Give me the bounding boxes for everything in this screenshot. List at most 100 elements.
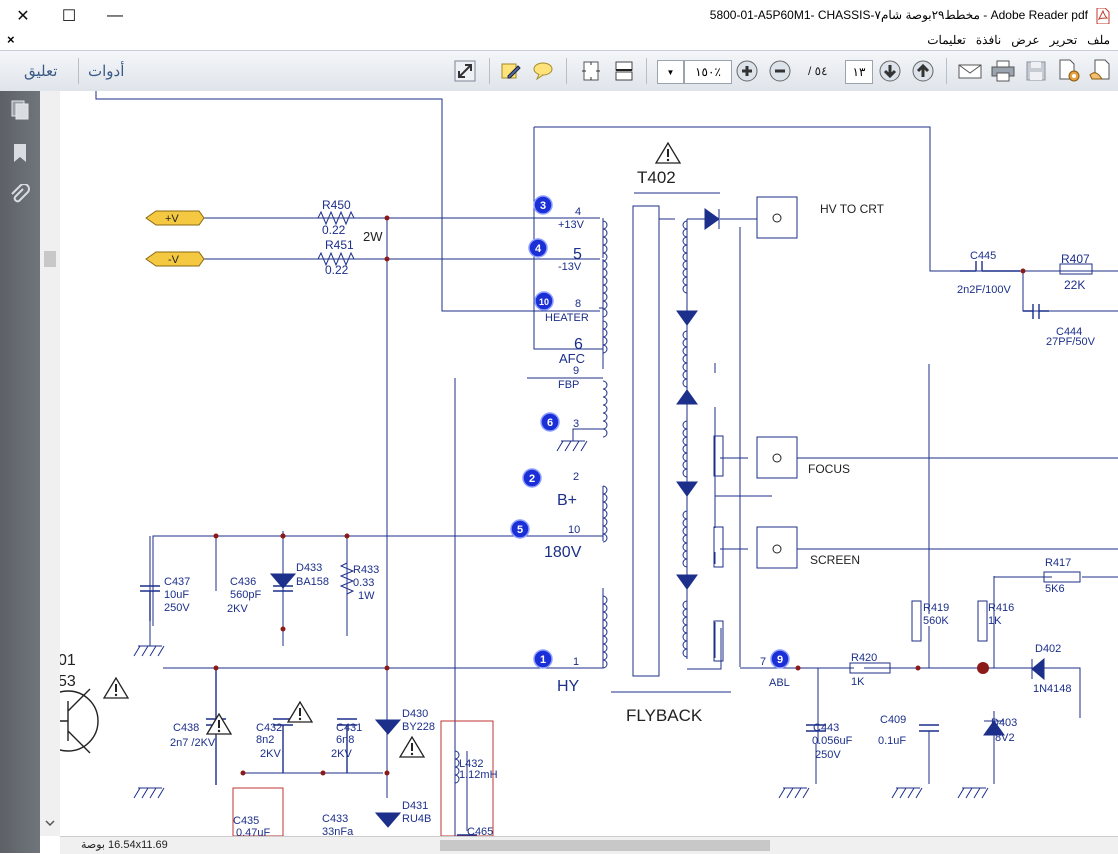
- label-c437: C437: [164, 576, 190, 588]
- label-d430-val: BY228: [402, 721, 435, 733]
- full-screen-button[interactable]: [452, 57, 478, 85]
- next-page-button[interactable]: [877, 57, 903, 85]
- plus-v-tag: [145, 210, 205, 226]
- print-button[interactable]: [990, 57, 1016, 85]
- sign-button[interactable]: [498, 57, 524, 85]
- label-r420: R420: [851, 652, 877, 664]
- label-d433-val: BA158: [296, 576, 329, 588]
- label-pin6: 6: [574, 336, 583, 353]
- label-c437-val2: 250V: [164, 602, 190, 614]
- label-q-val: 53: [60, 673, 76, 690]
- vertical-scrollbar[interactable]: [40, 91, 61, 836]
- scroll-mode-button[interactable]: [611, 57, 637, 85]
- document-hand-icon: [1089, 59, 1110, 80]
- label-pin3: 3: [573, 418, 579, 430]
- label-r416: R416: [988, 602, 1014, 614]
- label-d433: D433: [296, 562, 322, 574]
- menu-file[interactable]: ملف: [1087, 33, 1110, 47]
- bookmark-icon[interactable]: [9, 142, 31, 164]
- zoom-in-button[interactable]: [734, 57, 760, 85]
- email-button[interactable]: [957, 57, 983, 85]
- label-pin4: 4: [575, 206, 581, 218]
- label-w2: 2W: [363, 229, 383, 244]
- label-r450: R450: [322, 198, 351, 212]
- pen-note-icon: [501, 63, 521, 79]
- label-c465: C465: [467, 826, 493, 836]
- label-pin2: 2: [573, 471, 579, 483]
- label-d403: D403: [991, 717, 1017, 729]
- menu-help[interactable]: تعليمات: [927, 33, 966, 47]
- label-r407-val: 22K: [1064, 278, 1085, 292]
- label-r417: R417: [1045, 557, 1071, 569]
- menu-bar: × ملف تحرير عرض نافذة تعليمات: [0, 31, 1118, 50]
- zoom-dropdown[interactable]: ▼: [657, 60, 684, 84]
- arrow-up-icon: [912, 60, 934, 82]
- label-fbp: FBP: [558, 379, 579, 391]
- expand-icon: [454, 60, 476, 82]
- label-d403-val: 8V2: [995, 732, 1015, 744]
- create-pdf-button[interactable]: [1056, 57, 1082, 85]
- label-heater: HEATER: [545, 312, 589, 324]
- navigation-sidebar: [0, 91, 40, 853]
- vertical-scroll-thumb[interactable]: [44, 251, 56, 267]
- svg-text:3: 3: [540, 200, 546, 212]
- transistor-symbol: [60, 688, 99, 754]
- horizontal-scroll-thumb[interactable]: [440, 840, 770, 851]
- label-afc: AFC: [559, 351, 585, 366]
- horizontal-scrollbar[interactable]: [60, 836, 1118, 854]
- close-window-button[interactable]: ✕: [16, 7, 30, 25]
- minus-icon: [769, 60, 791, 82]
- label-r433-val1: 0.33: [353, 577, 374, 589]
- label-c431-val1: 6n8: [336, 734, 354, 746]
- marker-1: 1: [533, 649, 553, 669]
- marker-9: 9: [770, 649, 790, 669]
- label-r416-val: 1K: [988, 615, 1002, 627]
- marker-6: 6: [540, 412, 560, 432]
- label-c443-val1: 0.056uF: [812, 735, 853, 747]
- toolbar-separator: [78, 58, 79, 84]
- label-c433: C433: [322, 813, 348, 825]
- label-c445: C445: [970, 250, 996, 262]
- minimize-window-button[interactable]: —: [107, 6, 123, 24]
- label-l432: L432: [459, 758, 483, 770]
- fit-page-button[interactable]: [578, 57, 604, 85]
- page-number-input[interactable]: ١٣: [845, 60, 873, 84]
- marker-3: 3: [533, 195, 553, 215]
- label-flyback: FLYBACK: [626, 706, 703, 725]
- menu-edit[interactable]: تحرير: [1049, 33, 1078, 47]
- marker-4: 4: [528, 238, 548, 258]
- menu-window[interactable]: نافذة: [975, 33, 1002, 47]
- tools-pane-button[interactable]: أدوات: [88, 63, 125, 80]
- zoom-input[interactable]: ١٥٠٪: [684, 60, 732, 84]
- label-hv-to-crt: HV TO CRT: [820, 202, 885, 216]
- share-document-button[interactable]: [1088, 57, 1114, 85]
- floppy-disk-icon: [1026, 61, 1046, 81]
- zoom-out-button[interactable]: [767, 57, 793, 85]
- label-r450-val: 0.22: [322, 223, 346, 237]
- menu-view[interactable]: عرض: [1011, 33, 1040, 47]
- label-c443-val2: 250V: [815, 749, 841, 761]
- label-c445-val: 2n2F/100V: [957, 284, 1011, 296]
- label-c436: C436: [230, 576, 256, 588]
- label-d431-val: RU4B: [402, 813, 431, 825]
- paperclip-icon[interactable]: [9, 184, 31, 206]
- svg-text:9: 9: [777, 654, 783, 666]
- label-r451-val: 0.22: [325, 263, 349, 277]
- page-total: / ٥٤: [808, 64, 828, 78]
- previous-page-button[interactable]: [910, 57, 936, 85]
- close-document-button[interactable]: ×: [7, 32, 15, 47]
- comment-pane-button[interactable]: تعليق: [24, 63, 58, 80]
- maximize-window-button[interactable]: ☐: [61, 7, 77, 25]
- label-minus-v: -V: [168, 254, 180, 266]
- add-comment-button[interactable]: [530, 57, 556, 85]
- pages-icon[interactable]: [9, 99, 31, 121]
- save-button[interactable]: [1023, 57, 1049, 85]
- label-c432-val1: 8n2: [256, 734, 274, 746]
- toolbar: تعليق أدوات ▼ ١٥: [0, 50, 1118, 93]
- label-t402: T402: [637, 168, 676, 187]
- scroll-down-arrow-icon[interactable]: [45, 818, 55, 828]
- label-c436-val1: 560pF: [230, 589, 261, 601]
- label-c435: C435: [233, 815, 259, 827]
- label-pin10: 10: [568, 524, 580, 536]
